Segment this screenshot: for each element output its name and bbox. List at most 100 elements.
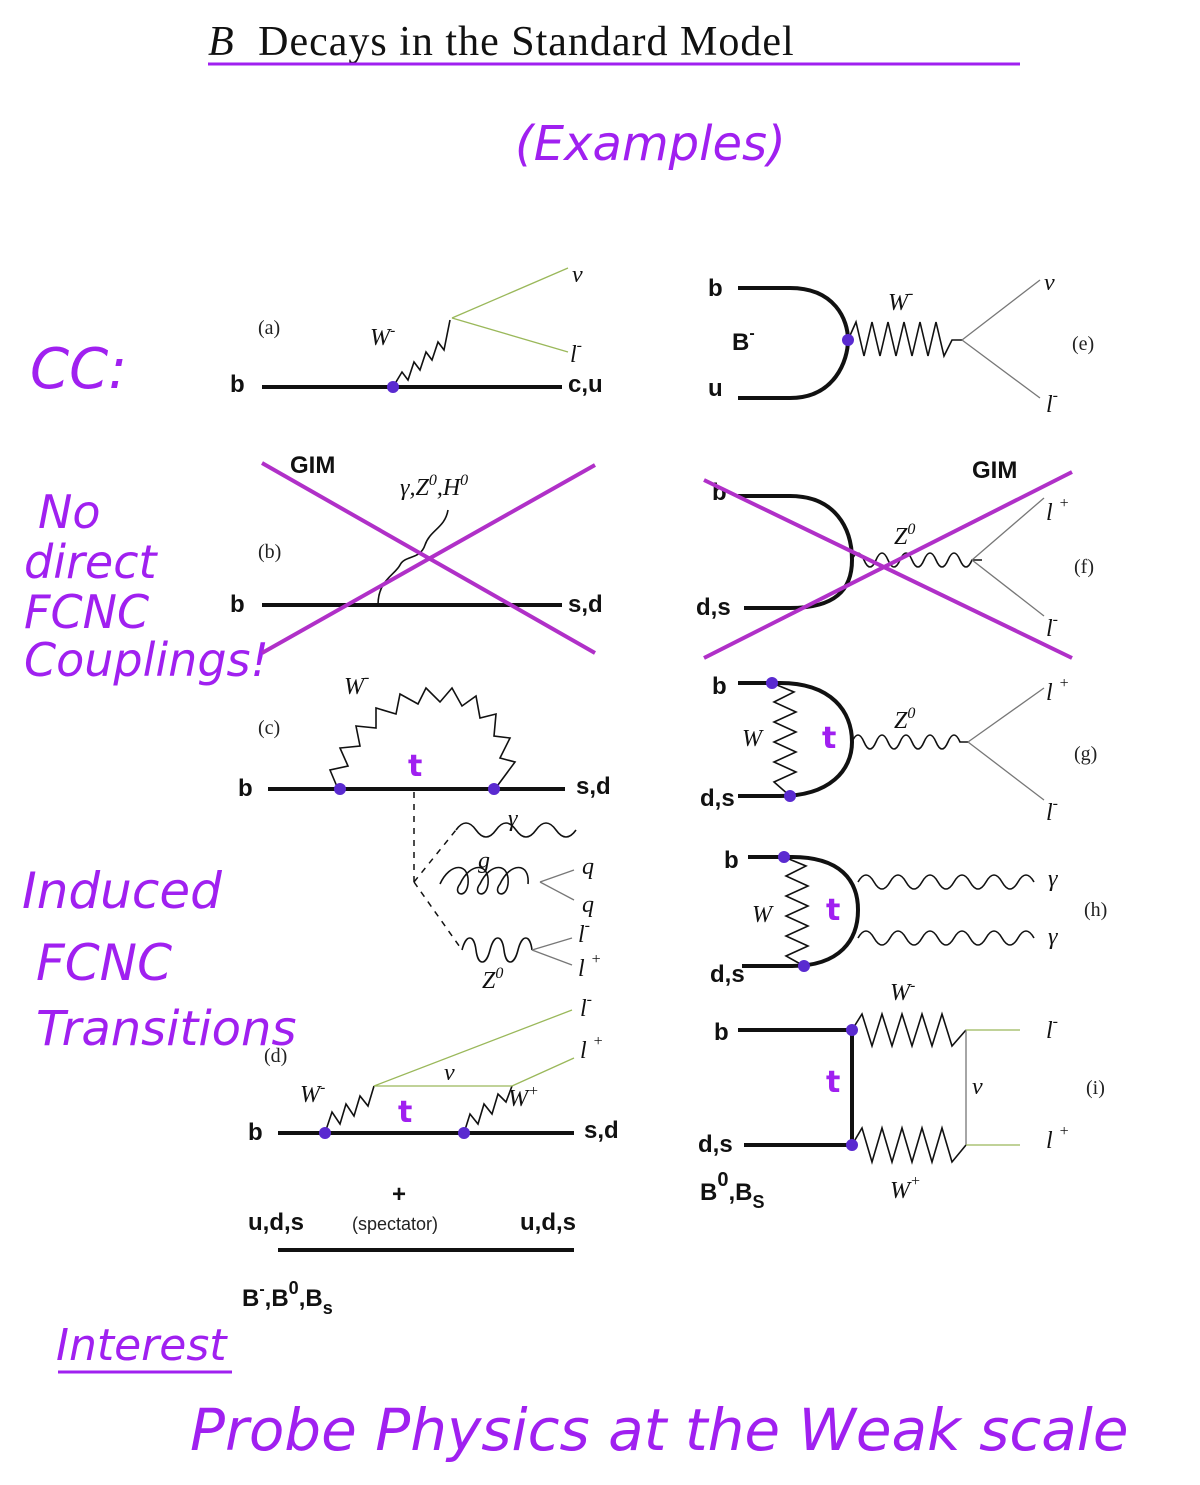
diagram-d-wm: W: [300, 1082, 322, 1108]
diagram-i-wp: W: [890, 1178, 912, 1204]
diagram-c-out: s,d: [576, 773, 611, 800]
diagram-c-z: [461, 937, 533, 963]
diagram-b-boson: γ,Z: [400, 475, 429, 501]
diagram-c-boson: W: [344, 674, 366, 700]
diagram-f-z-boson: [851, 552, 982, 568]
diagram-d-meson-b0: ,B: [265, 1285, 289, 1312]
diagram-h-w-exchange: [783, 856, 810, 967]
diagram-d-meson: B: [242, 1285, 259, 1312]
diagram-d-meson-sub: s: [323, 1298, 333, 1318]
diagram-i-meson: B: [700, 1179, 717, 1206]
diagram-h-top: t: [826, 893, 840, 928]
diagram-d-meson-bs: ,B: [299, 1285, 323, 1312]
diagram-e-vertex: [842, 334, 854, 346]
diagram-f-tag: (f): [1074, 556, 1094, 578]
diagram-h-gamma-2: γ: [1048, 924, 1058, 950]
svg-text:B0,BS: B0,BS: [700, 1169, 764, 1212]
diagram-i-vertex-2: [846, 1139, 858, 1151]
diagram-f-boson: Z: [894, 524, 908, 550]
diagram-g-l1: l: [1046, 680, 1053, 706]
diagram-d-tag: (d): [264, 1045, 287, 1067]
svg-text:l+: l+: [1046, 675, 1069, 706]
diagram-b-boson-sup: 0: [429, 472, 437, 489]
svg-text:l-: l-: [578, 917, 590, 948]
diagram-d-nu: ν: [444, 1060, 455, 1086]
diagram-c-dashed-lower: [413, 881, 463, 951]
diagram-h: b d,s W t γ γ (h): [710, 847, 1107, 988]
diagram-g-w: W: [742, 726, 764, 752]
diagram-f-boson-sup: 0: [907, 521, 915, 538]
diagram-d-vertex-1: [319, 1127, 331, 1139]
diagram-a-nu: ν: [572, 262, 583, 288]
diagram-i-meson-sub: S: [752, 1192, 764, 1212]
diagram-e-boson-sup: -: [908, 285, 913, 302]
diagram-f-l1-sup: +: [1059, 495, 1070, 512]
diagram-b-tag: (b): [258, 541, 281, 563]
svg-text:l+: l+: [580, 1033, 603, 1064]
svg-text:Z0: Z0: [482, 965, 503, 994]
induced-line-1: Induced: [22, 862, 222, 920]
svg-text:W+: W+: [508, 1083, 539, 1112]
diagram-c-q2: q: [582, 892, 594, 918]
diagram-c-w-loop: [328, 686, 517, 790]
diagram-f-q2: d,s: [696, 594, 731, 621]
diagram-d-spectator: (spectator): [352, 1214, 438, 1234]
diagram-a-tag: (a): [258, 317, 280, 339]
svg-text:l-: l-: [570, 337, 582, 368]
no-direct-note: No direct FCNC Couplings!: [24, 485, 269, 687]
diagram-d-l1-sup: -: [587, 991, 592, 1008]
diagram-i-wp-sup: +: [910, 1173, 921, 1190]
diagram-g-q1: b: [712, 673, 727, 700]
diagram-f-l-line-2: [971, 559, 1045, 617]
no-direct-line-4: Couplings!: [24, 633, 269, 687]
svg-text:l+: l+: [1046, 495, 1069, 526]
svg-text:l-: l-: [1046, 387, 1058, 418]
diagram-i-l1: l: [1046, 1018, 1053, 1044]
diagram-h-photon-2: [857, 930, 1035, 946]
svg-text:W-: W-: [300, 1079, 325, 1108]
diagram-g-vertex-1: [766, 677, 778, 689]
diagram-c-q1: q: [582, 854, 594, 880]
diagram-i-l1-sup: -: [1053, 1013, 1058, 1030]
induced-note: Induced FCNC Transitions: [22, 862, 296, 1057]
diagram-e-meson-sup: -: [749, 325, 754, 342]
diagram-g-l1-sup: +: [1059, 675, 1070, 692]
diagram-c-q-line-2: [539, 881, 575, 901]
diagram-c-boson-sup: -: [364, 669, 369, 686]
diagram-b-in: b: [230, 591, 245, 618]
subtitle: (Examples): [515, 116, 786, 172]
diagram-h-q1: b: [724, 847, 739, 874]
diagram-c-z-sup: 0: [495, 965, 503, 982]
diagram-d-out: s,d: [584, 1117, 619, 1144]
diagram-d-spec-left: u,d,s: [248, 1209, 304, 1236]
diagram-c-tag: (c): [258, 717, 280, 739]
diagram-h-annihilation-line: [742, 855, 861, 968]
diagram-d-l2-sup: +: [593, 1033, 604, 1050]
diagram-e-lepton-line: [961, 339, 1041, 399]
diagram-i-l2: l: [1046, 1128, 1053, 1154]
title-prefix: B: [208, 19, 235, 65]
diagram-c-l-line-1: [531, 937, 573, 951]
diagram-d-meson-sup2: 0: [289, 1278, 299, 1298]
diagram-c-q-line-1: [539, 869, 575, 883]
diagram-i: b d,s t W- W+ ν l- l+ (i) B0,BS: [698, 977, 1105, 1212]
diagram-i-l2-sup: +: [1059, 1123, 1070, 1140]
diagram-b-higgs-sup: 0: [460, 472, 468, 489]
diagram-c-in: b: [238, 775, 253, 802]
diagram-f-l2-sup: -: [1053, 611, 1058, 628]
svg-text:B-,B0,Bs: B-,B0,Bs: [242, 1278, 333, 1318]
svg-text:l+: l+: [1046, 1123, 1069, 1154]
svg-text:l-: l-: [1046, 611, 1058, 642]
no-direct-line-2: direct: [24, 535, 158, 589]
diagram-g-l2-sup: -: [1053, 795, 1058, 812]
diagram-a-boson: W: [370, 325, 392, 351]
diagram-d-l1: l: [580, 996, 587, 1022]
diagram-c-l-line-2: [531, 949, 573, 966]
svg-text:W-: W-: [370, 322, 395, 351]
diagram-c-vertex-2: [488, 783, 500, 795]
diagram-c-photon: [455, 822, 577, 838]
diagram-e-lep: l: [1046, 392, 1053, 418]
diagram-h-q2: d,s: [710, 961, 745, 988]
diagram-a-vertex: [387, 381, 399, 393]
